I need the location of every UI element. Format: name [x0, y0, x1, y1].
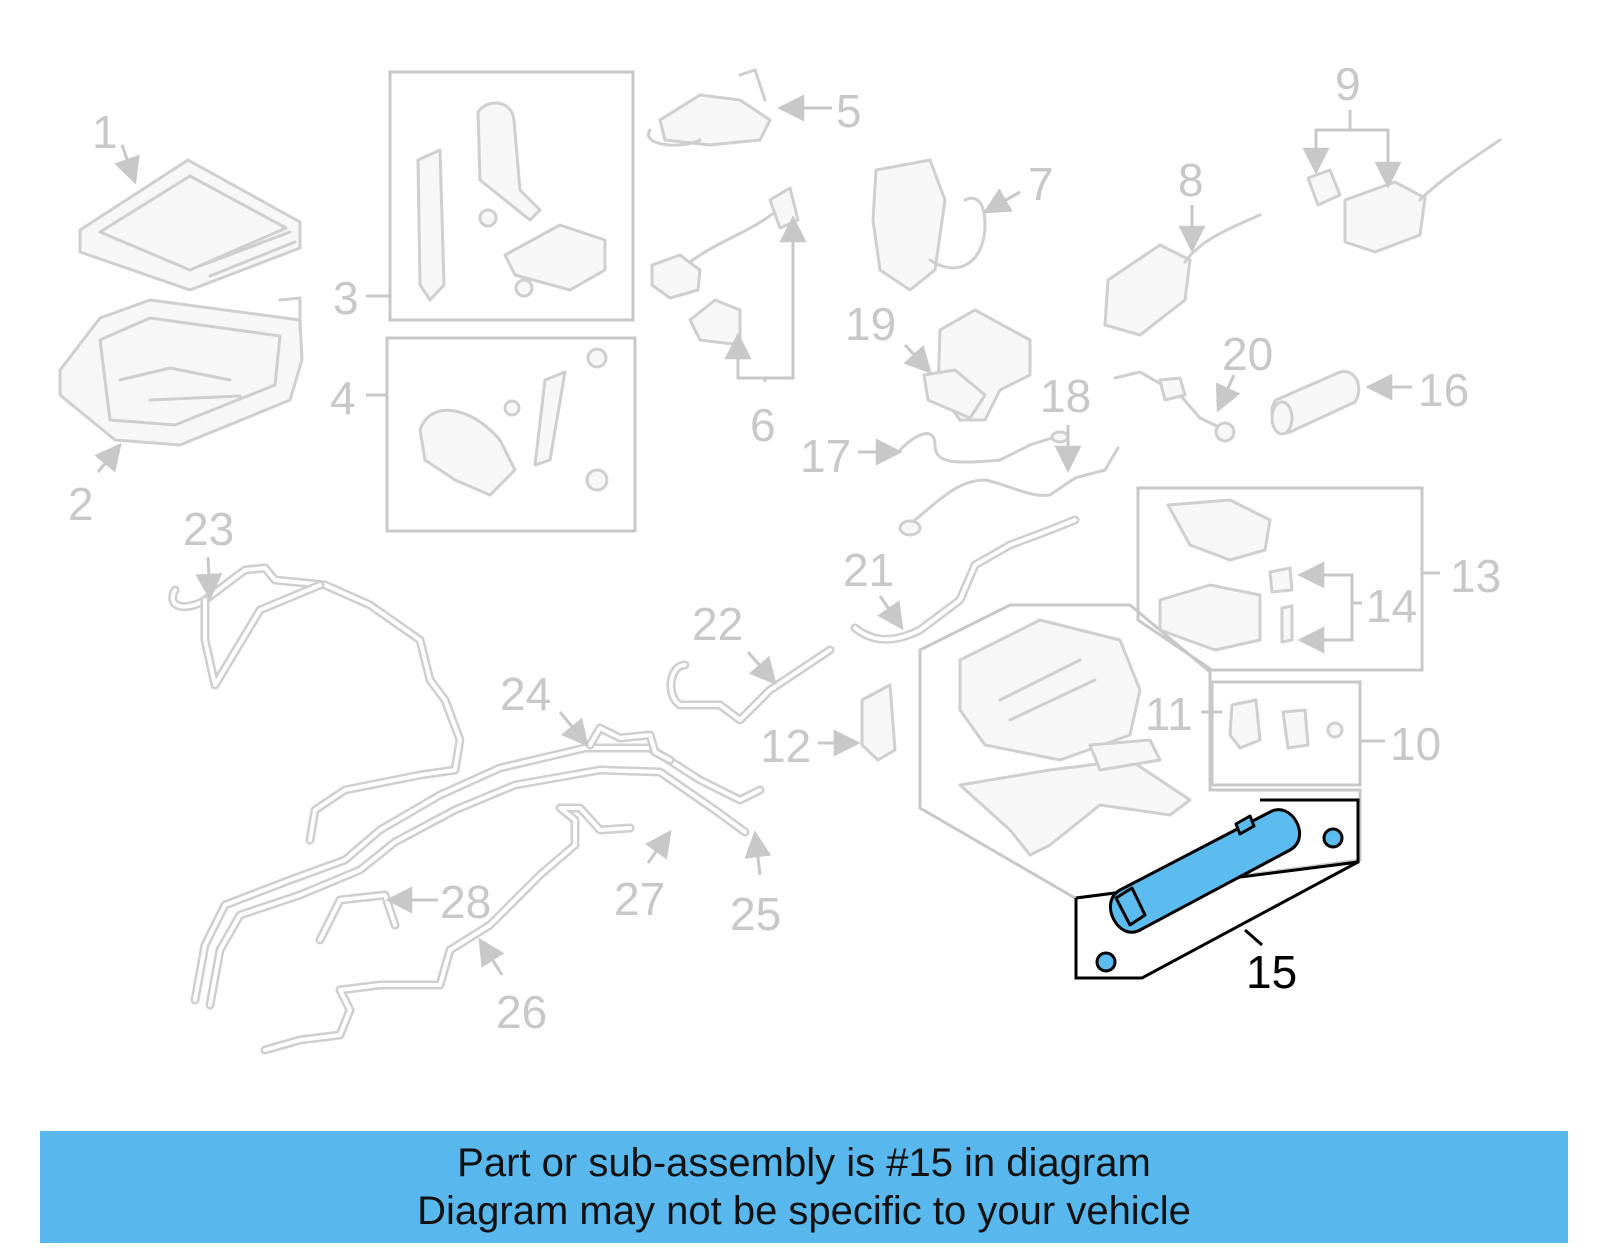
- part-15-accumulator: [1108, 808, 1302, 934]
- callout-18: 18: [1040, 370, 1091, 422]
- group-box-10: [1210, 680, 1362, 787]
- callout-12: 12: [760, 720, 811, 772]
- part-20-sensor: [1113, 370, 1236, 443]
- part-12-bracket: [860, 683, 897, 762]
- banner-line-disclaimer: Diagram may not be specific to your vehi…: [417, 1189, 1191, 1233]
- callout-4: 4: [330, 372, 356, 424]
- part-4-height-sensor: [418, 347, 609, 497]
- callout-9: 9: [1335, 58, 1361, 110]
- part-15-highlight-group: [1074, 798, 1360, 980]
- callout-7: 7: [1028, 158, 1054, 210]
- callout-labels: 1 2 3 4 5 6 7 8 9 10 11 12 13 14 15 16 1…: [68, 58, 1501, 1038]
- part-26-pipe: [260, 803, 635, 1055]
- part-9-connector-pair: [1306, 138, 1502, 254]
- part-23-pipe: [168, 563, 465, 845]
- part-3-height-sensor: [416, 101, 607, 302]
- part-24-27-28-pipe-bundle: [190, 723, 765, 1010]
- info-banner: Part or sub-assembly is #15 in diagram D…: [40, 1131, 1568, 1243]
- part-18-cable: [898, 446, 1120, 537]
- part-1-control-module: [78, 158, 302, 292]
- part-15-nut-bottom: [1095, 951, 1117, 973]
- part-5-connector: [646, 68, 772, 147]
- part-17-cable: [898, 430, 1070, 464]
- callout-6: 6: [750, 399, 776, 451]
- callout-3: 3: [333, 272, 359, 324]
- part-7-valve-block: [871, 158, 987, 292]
- callout-16: 16: [1418, 364, 1469, 416]
- part-19-bracket: [922, 308, 1032, 422]
- callout-17: 17: [800, 430, 851, 482]
- callout-19: 19: [845, 298, 896, 350]
- callout-5: 5: [836, 85, 862, 137]
- group-box-13: [1136, 486, 1424, 672]
- callout-22: 22: [692, 598, 743, 650]
- callout-8: 8: [1178, 154, 1204, 206]
- callout-25: 25: [730, 888, 781, 940]
- callout-20: 20: [1222, 328, 1273, 380]
- parts-diagram: 1 2 3 4 5 6 7 8 9 10 11 12 13 14 15 16 1…: [58, 58, 1502, 1055]
- group-box-4: [385, 336, 637, 533]
- callout-14: 14: [1366, 580, 1417, 632]
- part-22-pipe: [666, 645, 835, 725]
- part-15-nut-top: [1322, 827, 1344, 849]
- callout-24: 24: [500, 668, 551, 720]
- part-16-filter: [1270, 370, 1361, 436]
- callout-13: 13: [1450, 550, 1501, 602]
- callout-21: 21: [843, 544, 894, 596]
- callout-27: 27: [614, 873, 665, 925]
- callout-26: 26: [496, 986, 547, 1038]
- callout-28: 28: [440, 876, 491, 928]
- part-8-connector: [1103, 213, 1262, 337]
- part-21-pipe: [850, 515, 1080, 644]
- callout-2: 2: [68, 478, 94, 530]
- callout-1: 1: [92, 106, 118, 158]
- part-6-sensor-harness: [650, 186, 800, 347]
- leader-lines: [94, 94, 1440, 976]
- callout-15: 15: [1246, 946, 1297, 998]
- compressor-assembly: [918, 603, 1362, 900]
- part-2-mounting-tray: [58, 296, 304, 447]
- callout-23: 23: [183, 503, 234, 555]
- group-box-3: [388, 70, 635, 322]
- callout-11: 11: [1145, 688, 1193, 740]
- banner-line-part-number: Part or sub-assembly is #15 in diagram: [457, 1141, 1151, 1185]
- callout-10: 10: [1390, 718, 1441, 770]
